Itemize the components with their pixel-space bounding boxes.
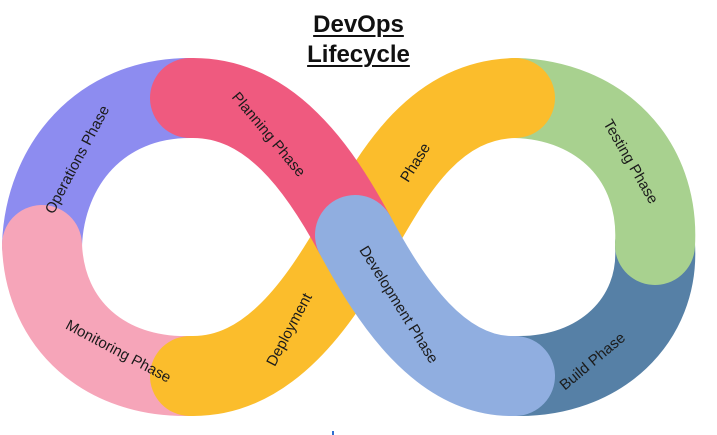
title-line-1: DevOps [313,11,404,38]
segment-development [315,195,555,416]
title-line-2: Lifecycle [307,41,410,68]
bottom-marker [332,431,334,435]
diagram-title: DevOps Lifecycle [0,10,717,70]
